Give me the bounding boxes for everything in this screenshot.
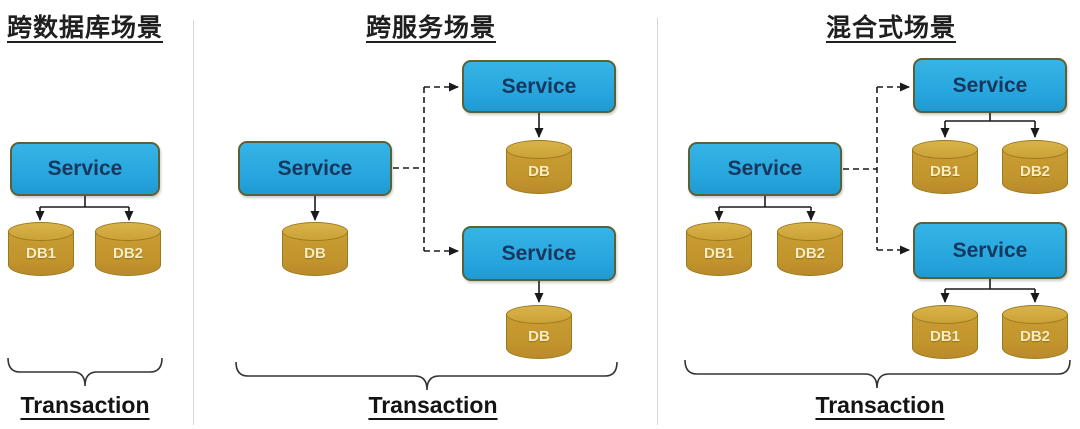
- service-box: Service: [688, 142, 842, 196]
- db-cylinder: DB1: [686, 222, 752, 277]
- db-label: DB2: [794, 245, 825, 262]
- db-cylinder-top: [8, 222, 74, 241]
- db-label: DB1: [929, 163, 960, 180]
- transaction-braces: [7, 357, 1071, 391]
- db-label: DB1: [929, 328, 960, 345]
- db-cylinder-top: [506, 305, 572, 324]
- db-cylinder: DB1: [912, 140, 978, 195]
- db-cylinder-top: [686, 222, 752, 241]
- db-cylinder-top: [912, 305, 978, 324]
- transaction-label: Transaction: [815, 392, 945, 418]
- dashed-arrows: [393, 82, 910, 256]
- db-cylinder: DB: [506, 305, 572, 360]
- db-label: DB1: [25, 245, 56, 262]
- db-label: DB2: [112, 245, 143, 262]
- transaction-label: Transaction: [368, 392, 498, 418]
- service-box: Service: [462, 226, 616, 281]
- service-box: Service: [10, 142, 160, 196]
- db-cylinder-top: [506, 140, 572, 159]
- brace-section-2: [235, 361, 618, 391]
- db-cylinder: DB: [282, 222, 348, 277]
- db-label: DB2: [1019, 163, 1050, 180]
- db-cylinder: DB1: [8, 222, 74, 277]
- solid-arrows: [35, 113, 1040, 303]
- db-cylinder: DB2: [1002, 140, 1068, 195]
- db-cylinder: DB: [506, 140, 572, 195]
- service-box: Service: [913, 222, 1067, 279]
- db-cylinder-top: [777, 222, 843, 241]
- brace-section-1: [7, 357, 163, 387]
- section-title-cross-service: 跨服务场景: [365, 14, 496, 42]
- db-label: DB: [528, 163, 550, 180]
- section-title-hybrid: 混合式场景: [825, 14, 956, 42]
- db-cylinder: DB1: [912, 305, 978, 360]
- section-title-cross-database: 跨数据库场景: [6, 14, 163, 42]
- transaction-label: Transaction: [20, 392, 150, 418]
- db-label: DB: [528, 328, 550, 345]
- db-cylinder: DB2: [1002, 305, 1068, 360]
- service-box: Service: [238, 141, 392, 196]
- db-cylinder-top: [95, 222, 161, 241]
- db-cylinder-top: [282, 222, 348, 241]
- brace-section-3: [684, 359, 1071, 389]
- db-cylinder: DB2: [95, 222, 161, 277]
- db-cylinder-top: [1002, 140, 1068, 159]
- service-box: Service: [913, 58, 1067, 113]
- db-cylinder: DB2: [777, 222, 843, 277]
- section-divider-2: [657, 18, 658, 425]
- db-label: DB: [304, 245, 326, 262]
- section-divider-1: [193, 20, 194, 425]
- service-box: Service: [462, 60, 616, 113]
- db-cylinder-top: [912, 140, 978, 159]
- db-label: DB1: [703, 245, 734, 262]
- db-cylinder-top: [1002, 305, 1068, 324]
- db-label: DB2: [1019, 328, 1050, 345]
